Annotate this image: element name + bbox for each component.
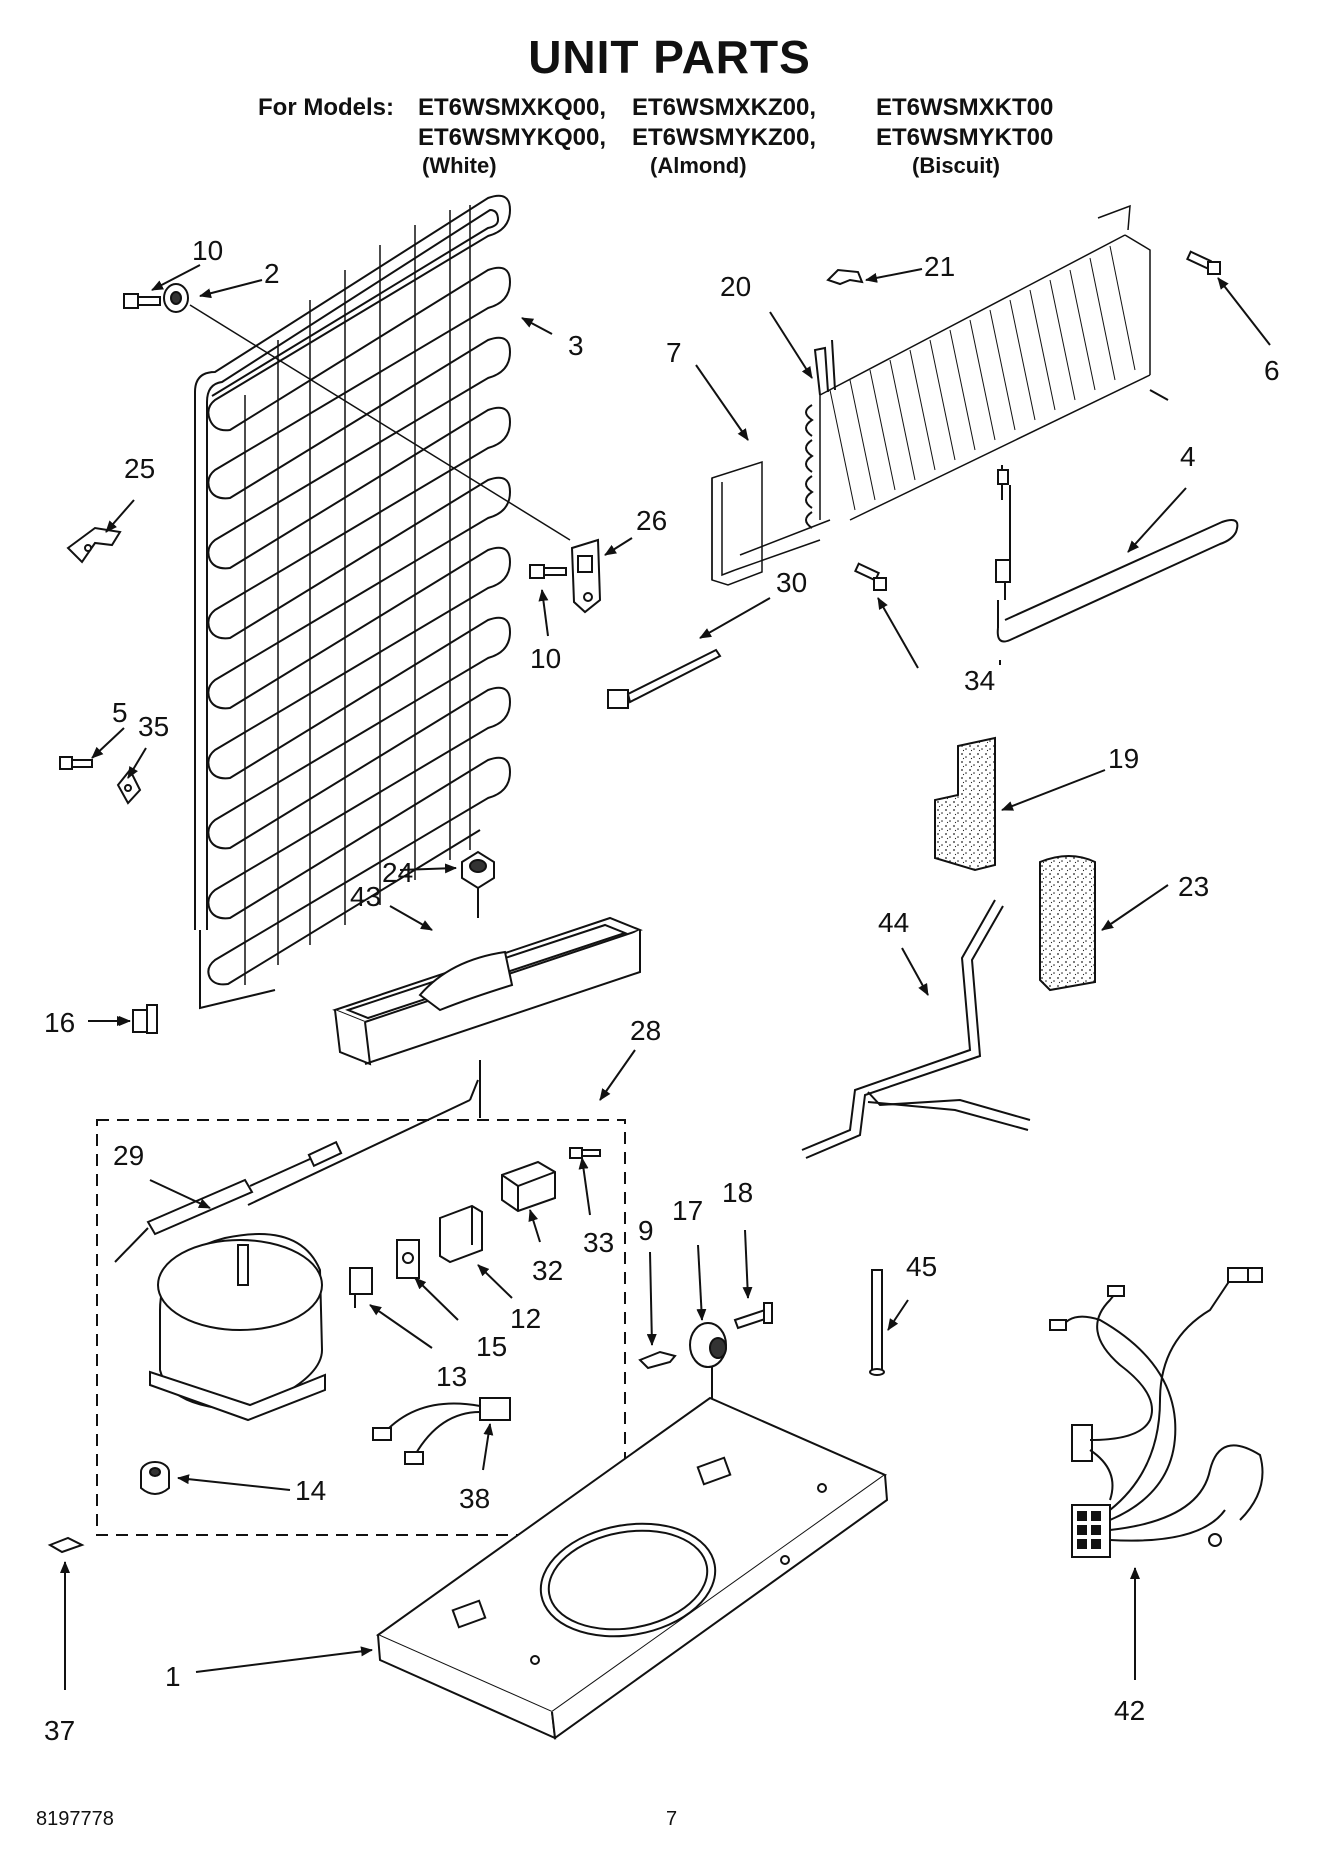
screw-icon xyxy=(569,1147,601,1159)
model-number: ET6WSMXKQ00, xyxy=(418,94,607,121)
wire-harness-icon xyxy=(372,1397,511,1465)
condenser-coil xyxy=(194,194,512,1010)
callout-1: 1 xyxy=(165,1661,181,1692)
bolt-icon xyxy=(733,1302,773,1330)
screw-icon xyxy=(529,564,567,579)
foam-insulation-icon xyxy=(1039,855,1096,992)
callout-34: 34 xyxy=(964,665,995,696)
callout-30: 30 xyxy=(776,567,807,598)
base-plate xyxy=(375,1396,889,1740)
relay-icon xyxy=(396,1239,420,1279)
model-number: ET6WSMXKT00 xyxy=(876,94,1054,121)
page-title: UNIT PARTS xyxy=(528,31,811,83)
callout-3: 3 xyxy=(568,330,584,361)
callout-38: 38 xyxy=(459,1483,490,1514)
callout-43: 43 xyxy=(350,881,381,912)
callout-35: 35 xyxy=(138,711,169,742)
clip-icon xyxy=(638,1350,677,1370)
model-number: ET6WSMXKZ00, xyxy=(632,94,817,121)
evaporator-coil xyxy=(711,204,1169,586)
callout-10: 10 xyxy=(192,235,223,266)
drain-pan xyxy=(332,916,643,1118)
callout-25: 25 xyxy=(124,453,155,484)
wire-clip-icon xyxy=(132,1004,158,1034)
callout-15: 15 xyxy=(476,1331,507,1362)
grommet-icon xyxy=(163,283,189,313)
callout-24: 24 xyxy=(382,857,413,888)
color-biscuit-label: (Biscuit) xyxy=(912,153,1000,178)
color-almond-label: (Almond) xyxy=(650,153,747,178)
callout-29: 29 xyxy=(113,1140,144,1171)
callout-13: 13 xyxy=(436,1361,467,1392)
compressor-icon xyxy=(149,1079,479,1422)
for-models-label: For Models: xyxy=(258,94,394,121)
page-number: 7 xyxy=(666,1808,678,1830)
start-relay-icon xyxy=(439,1204,483,1264)
model-number: ET6WSMYKQ00, xyxy=(418,124,607,151)
foam-insulation-icon xyxy=(934,736,996,872)
model-number: ET6WSMYKT00 xyxy=(876,124,1054,151)
nut-icon xyxy=(461,850,495,918)
pin-icon xyxy=(869,1269,885,1376)
callout-6: 6 xyxy=(1264,355,1280,386)
screw-icon xyxy=(1186,250,1221,275)
callout-arrows xyxy=(60,264,1271,1690)
cable-tie-icon xyxy=(607,648,722,709)
cover-icon xyxy=(501,1160,556,1213)
callout-17: 17 xyxy=(672,1195,703,1226)
callout-42: 42 xyxy=(1114,1695,1145,1726)
color-white-label: (White) xyxy=(422,153,497,178)
callout-44: 44 xyxy=(878,907,909,938)
callout-32: 32 xyxy=(532,1255,563,1286)
callout-4: 4 xyxy=(1180,441,1196,472)
callout-16: 16 xyxy=(44,1007,75,1038)
clip-icon xyxy=(826,268,864,286)
clip-icon xyxy=(47,1536,85,1554)
mounting-bracket-icon xyxy=(570,538,602,614)
screw-icon xyxy=(854,562,887,591)
callout-20: 20 xyxy=(720,271,751,302)
callout-23: 23 xyxy=(1178,871,1209,902)
defrost-heater xyxy=(995,465,1239,643)
grommet-icon xyxy=(140,1461,170,1495)
bracket-icon xyxy=(66,526,122,564)
overload-protector-icon xyxy=(349,1267,373,1308)
callout-12: 12 xyxy=(510,1303,541,1334)
main-wire-harness xyxy=(1049,1267,1264,1558)
leader-line xyxy=(189,304,571,541)
callout-14: 14 xyxy=(295,1475,326,1506)
callout-37: 37 xyxy=(44,1715,75,1746)
callout-numbers: 10 2 3 25 26 10 5 35 16 24 43 21 20 7 6 … xyxy=(44,235,1280,1746)
callout-26: 26 xyxy=(636,505,667,536)
model-number: ET6WSMYKZ00, xyxy=(632,124,817,151)
callout-21: 21 xyxy=(924,251,955,282)
callout-19: 19 xyxy=(1108,743,1139,774)
callout-10: 10 xyxy=(530,643,561,674)
callout-2: 2 xyxy=(264,258,280,289)
callout-7: 7 xyxy=(666,337,682,368)
clip-icon xyxy=(116,768,142,805)
callout-28: 28 xyxy=(630,1015,661,1046)
callout-45: 45 xyxy=(906,1251,937,1282)
callout-9: 9 xyxy=(638,1215,654,1246)
callout-33: 33 xyxy=(583,1227,614,1258)
compressor-group-box xyxy=(96,1119,626,1536)
document-number: 8197778 xyxy=(36,1808,114,1830)
screw-icon xyxy=(59,756,93,770)
screw-icon xyxy=(123,293,161,309)
callout-5: 5 xyxy=(112,697,128,728)
tube-icon xyxy=(801,899,1031,1159)
callout-18: 18 xyxy=(722,1177,753,1208)
